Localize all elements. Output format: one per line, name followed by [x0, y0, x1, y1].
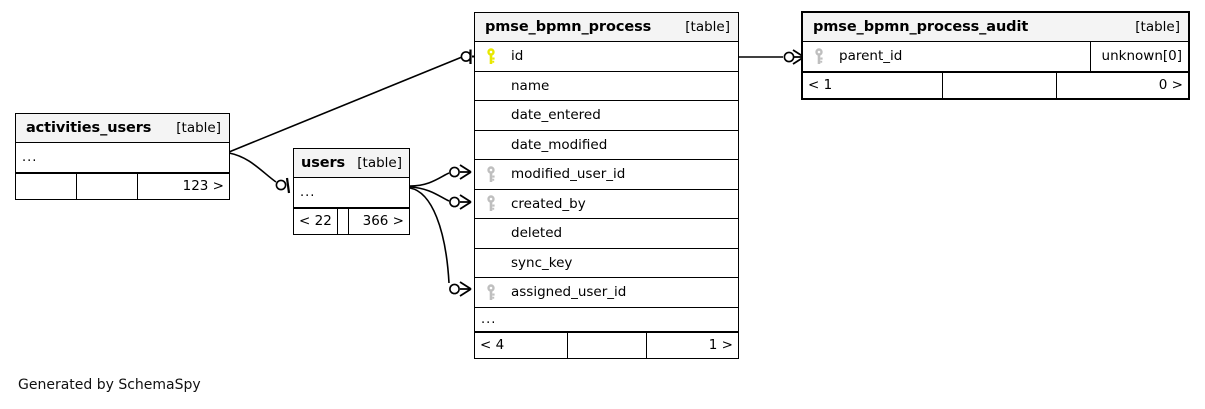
generated-by-caption: Generated by SchemaSpy [18, 377, 201, 393]
table-header: activities_users [table] [16, 114, 229, 143]
table-name: activities_users [26, 120, 152, 136]
foreign-key-icon [475, 195, 507, 212]
column-name: assigned_user_id [511, 284, 627, 301]
column-name: deleted [511, 225, 563, 242]
column-name: sync_key [511, 254, 573, 271]
footer-children-count: 123 > [182, 178, 224, 194]
column-name: modified_user_id [511, 166, 626, 183]
table-row-modified_user_id[interactable]: modified_user_id [475, 160, 738, 190]
table-name: pmse_bpmn_process [485, 19, 652, 35]
table-footer: < 1 0 > [803, 71, 1188, 98]
footer-middle [76, 173, 138, 199]
table-kind-label: [table] [176, 120, 221, 136]
table-header: users [table] [294, 149, 409, 178]
table-row-date_modified[interactable]: date_modified [475, 131, 738, 160]
row-ellipsis: ... [481, 311, 497, 327]
column-name: created_by [511, 195, 586, 212]
table-row-parent_id[interactable]: parent_id unknown[0] [803, 42, 1188, 72]
table-footer: 123 > [16, 172, 229, 199]
footer-children-count: 366 > [362, 213, 404, 229]
table-pmse_bpmn_process[interactable]: pmse_bpmn_process [table] id name date_e… [474, 12, 739, 359]
row-ellipsis: ... [300, 184, 316, 200]
edge-users-to-created_by [409, 186, 472, 210]
column-name: date_entered [511, 107, 601, 124]
table-row-id[interactable]: id [475, 42, 738, 72]
edge-activities_users-to-users [228, 152, 291, 194]
footer-middle [567, 332, 647, 358]
column-type: unknown[0] [1090, 42, 1188, 71]
footer-parents-count: < 22 [299, 213, 332, 229]
table-row-sync_key[interactable]: sync_key [475, 249, 738, 278]
footer-middle [942, 72, 1057, 98]
table-row-name[interactable]: name [475, 72, 738, 101]
table-pmse_bpmn_process_audit[interactable]: pmse_bpmn_process_audit [table] parent_i… [801, 11, 1190, 100]
row-ellipsis: ... [22, 149, 38, 165]
foreign-key-icon [475, 166, 507, 183]
table-footer: < 4 1 > [475, 331, 738, 358]
table-footer: < 22 366 > [294, 207, 409, 234]
table-kind-label: [table] [685, 19, 730, 35]
edge-pmse_bpmn_process-to-audit [739, 49, 805, 65]
table-name: users [301, 155, 346, 171]
primary-key-icon [475, 48, 507, 65]
column-name: name [511, 77, 550, 94]
table-row-date_entered[interactable]: date_entered [475, 101, 738, 131]
footer-parents-count [16, 174, 76, 199]
table-kind-label: [table] [1135, 19, 1180, 35]
footer-middle [337, 208, 349, 234]
edge-users-to-assigned_user_id [409, 187, 472, 297]
table-header: pmse_bpmn_process_audit [table] [803, 13, 1188, 42]
table-row-assigned_user_id[interactable]: assigned_user_id [475, 278, 738, 308]
foreign-key-icon [475, 284, 507, 301]
edge-users-to-modified_user_id [409, 164, 472, 187]
column-name: id [511, 48, 524, 65]
footer-parents-count: < 4 [480, 337, 505, 353]
table-kind-label: [table] [357, 155, 402, 171]
footer-children-count: 0 > [1158, 77, 1183, 93]
foreign-key-icon [803, 48, 835, 65]
column-name: date_modified [511, 136, 608, 153]
footer-parents-count: < 1 [808, 77, 833, 93]
table-row-deleted[interactable]: deleted [475, 219, 738, 249]
table-header: pmse_bpmn_process [table] [475, 13, 738, 42]
table-row[interactable]: ... [294, 178, 409, 208]
column-name: parent_id [839, 48, 903, 65]
table-row-created_by[interactable]: created_by [475, 190, 738, 219]
table-name: pmse_bpmn_process_audit [813, 19, 1029, 35]
table-row-more[interactable]: ... [475, 308, 738, 332]
table-activities_users[interactable]: activities_users [table] ... 123 > [15, 113, 230, 200]
edge-activities_users-to-pmse_bpmn_process-id [228, 49, 474, 153]
table-users[interactable]: users [table] ... < 22 366 > [293, 148, 410, 235]
table-row[interactable]: ... [16, 143, 229, 173]
footer-children-count: 1 > [708, 337, 733, 353]
